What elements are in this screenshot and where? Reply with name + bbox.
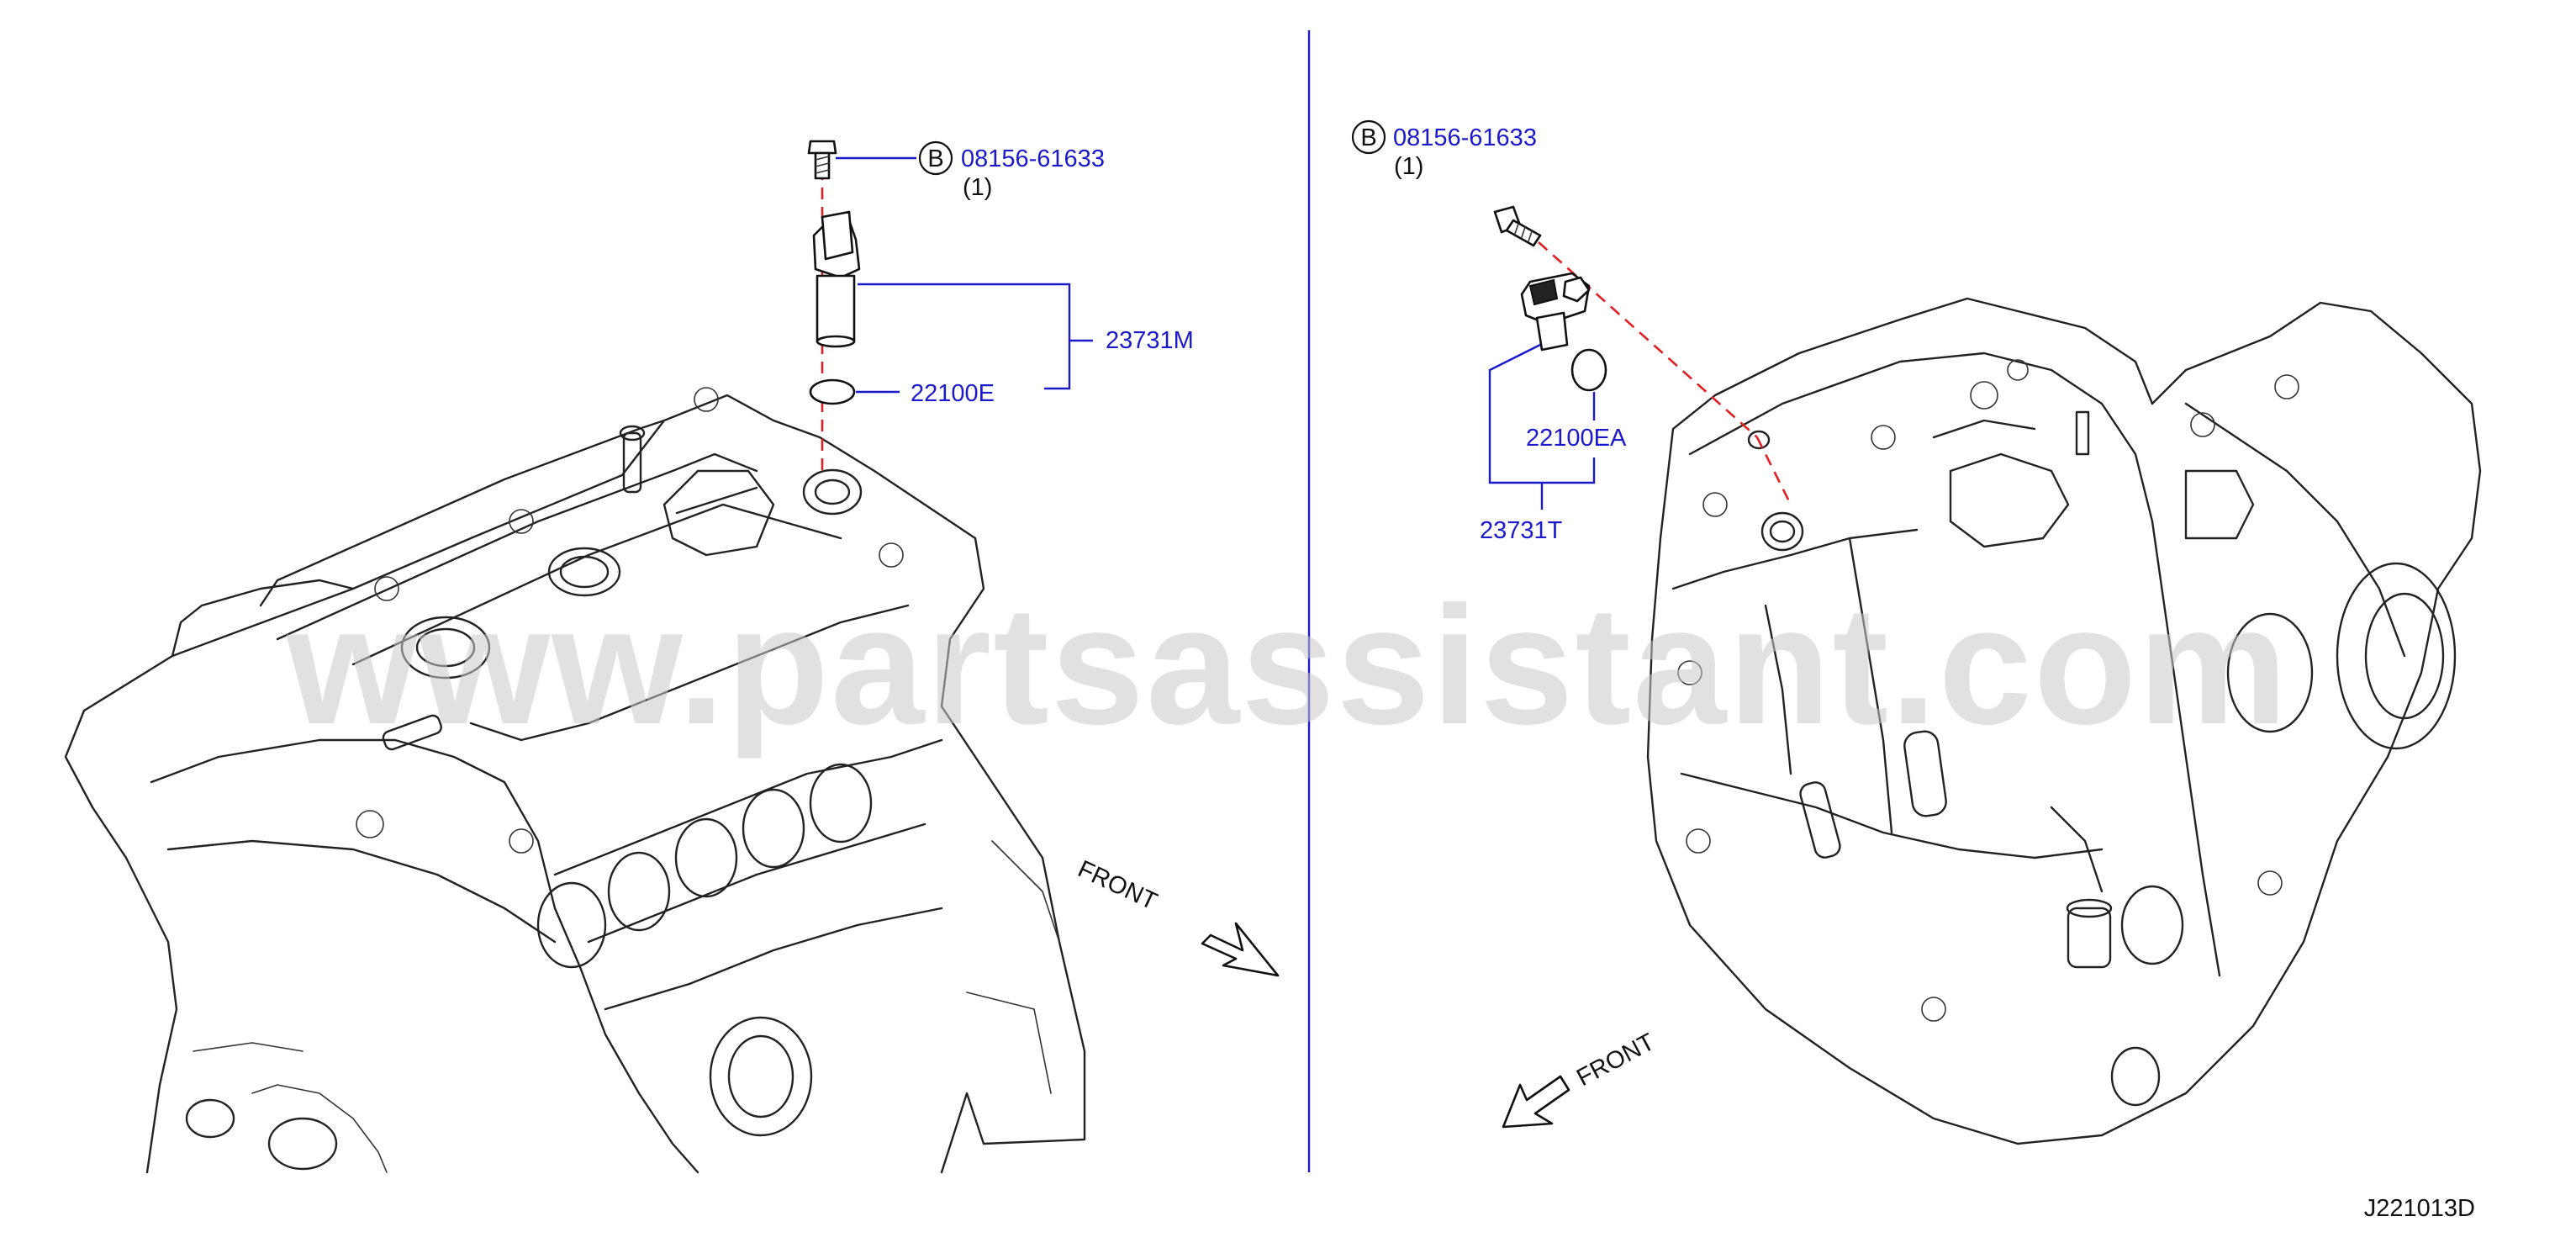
left-bolt-part-number: 08156-61633: [961, 145, 1105, 172]
left-front-arrow-icon: [1201, 922, 1280, 977]
right-sensor-label: 23731T: [1480, 517, 1563, 544]
right-bolt-callout-circle: [1351, 119, 1386, 155]
engine-cylinder-head-illustration: [64, 387, 1086, 1174]
right-bolt-qty: (1): [1394, 153, 1423, 180]
transmission-illustration: [1646, 297, 2482, 1145]
right-bolt-part-number: 08156-61633: [1393, 124, 1537, 151]
left-exploded-parts: [807, 140, 861, 471]
right-oring-label: 22100EA: [1526, 425, 1627, 452]
right-front-arrow-icon: [1502, 1075, 1570, 1129]
diagram-code: J221013D: [2364, 1195, 2475, 1222]
watermark-text: www.partsassistant.com: [286, 572, 2289, 759]
left-bolt-callout-circle: [918, 140, 953, 176]
left-bolt-qty: (1): [963, 174, 992, 201]
right-front-label: FRONT: [1572, 1029, 1659, 1092]
right-exploded-parts: [1493, 205, 1792, 505]
left-leader-lines: [836, 156, 1093, 394]
left-oring-label: 22100E: [911, 380, 995, 407]
left-sensor-label: 23731M: [1106, 327, 1194, 354]
left-front-label: FRONT: [1074, 855, 1161, 915]
right-bolt-callout-letter: B: [1360, 124, 1376, 151]
left-bolt-callout-letter: B: [927, 145, 943, 172]
right-leader-lines: [1488, 343, 1596, 510]
